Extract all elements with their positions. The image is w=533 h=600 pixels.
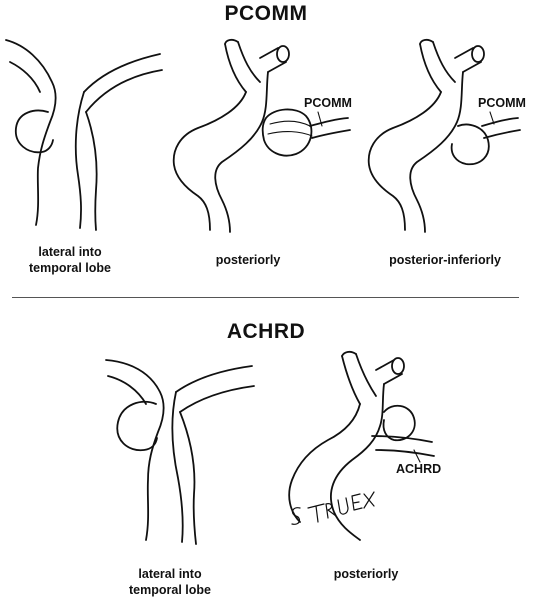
pcomm-posterior-inferior-drawing: [367, 38, 521, 233]
pcomm-posterior-inferior-aneurysm: [450, 123, 490, 166]
artist-signature-drawing: [291, 491, 375, 525]
achrd-lateral-aneurysm: [116, 400, 158, 452]
vessel-label-achrd-posterior: ACHRD: [396, 462, 442, 476]
pcomm-posterior-aneurysm: [261, 108, 313, 157]
achrd-lateral-drawing: [105, 359, 255, 545]
achrd-posterior-drawing: [288, 350, 435, 541]
section-heading-pcomm: PCOMM: [224, 2, 308, 25]
pcomm-posterior-drawing: [172, 38, 351, 233]
caption-pcomm-posterior: posteriorly: [215, 253, 281, 267]
achrd-posterior-aneurysm: [382, 404, 416, 442]
caption-pcomm-posterior-inferior: posterior-inferiorly: [389, 253, 501, 267]
vessel-label-pcomm-posterior-inferior: PCOMM: [478, 96, 526, 110]
pcomm-lateral-drawing: [5, 39, 163, 231]
pcomm-lateral-aneurysm: [15, 109, 54, 154]
caption-achrd-lateral: lateral into temporal lobe: [129, 567, 211, 597]
caption-pcomm-lateral: lateral into temporal lobe: [29, 245, 111, 275]
vessel-label-pcomm-posterior: PCOMM: [304, 96, 352, 110]
caption-achrd-posterior: posteriorly: [333, 567, 399, 581]
section-divider: [12, 297, 519, 298]
section-heading-achrd: ACHRD: [226, 320, 306, 343]
